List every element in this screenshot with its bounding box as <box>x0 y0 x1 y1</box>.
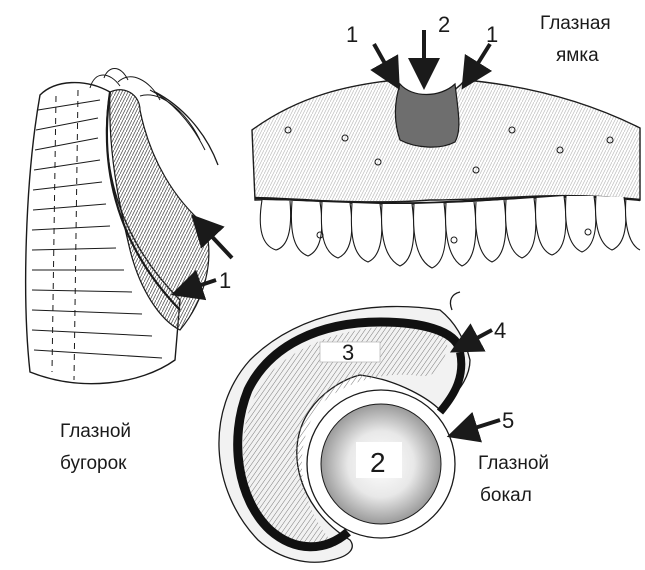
pit-arrow-right <box>470 44 490 76</box>
eye-cup-illustration: 3 2 4 5 <box>219 292 514 562</box>
pit-marker-right: 1 <box>486 22 498 47</box>
cup-marker-4: 4 <box>494 318 506 343</box>
eye-pit-caption-line1: Глазная <box>540 12 611 36</box>
cup-marker-3: 3 <box>342 340 354 365</box>
cup-arrow-4 <box>464 330 492 345</box>
pit-marker-left: 1 <box>346 22 358 47</box>
eye-tubercle-caption-line2: бугорок <box>60 452 127 476</box>
cup-marker-2: 2 <box>370 447 386 478</box>
tubercle-marker-1: 1 <box>219 268 231 293</box>
pit-arrow-left <box>374 44 392 76</box>
cup-marker-5: 5 <box>502 408 514 433</box>
eye-tubercle-caption-line1: Глазной <box>60 420 131 444</box>
eye-tubercle-illustration: 1 <box>26 69 232 384</box>
pit-marker-center: 2 <box>438 12 450 37</box>
eye-pit-caption-line2: ямка <box>556 44 599 68</box>
cup-arrow-5 <box>462 420 500 432</box>
eye-cup-caption-line1: Глазной <box>478 452 549 476</box>
pit-pigment-plug <box>395 84 458 147</box>
eye-cup-caption-line2: бокал <box>480 484 532 508</box>
pit-lower-cells <box>260 196 640 268</box>
